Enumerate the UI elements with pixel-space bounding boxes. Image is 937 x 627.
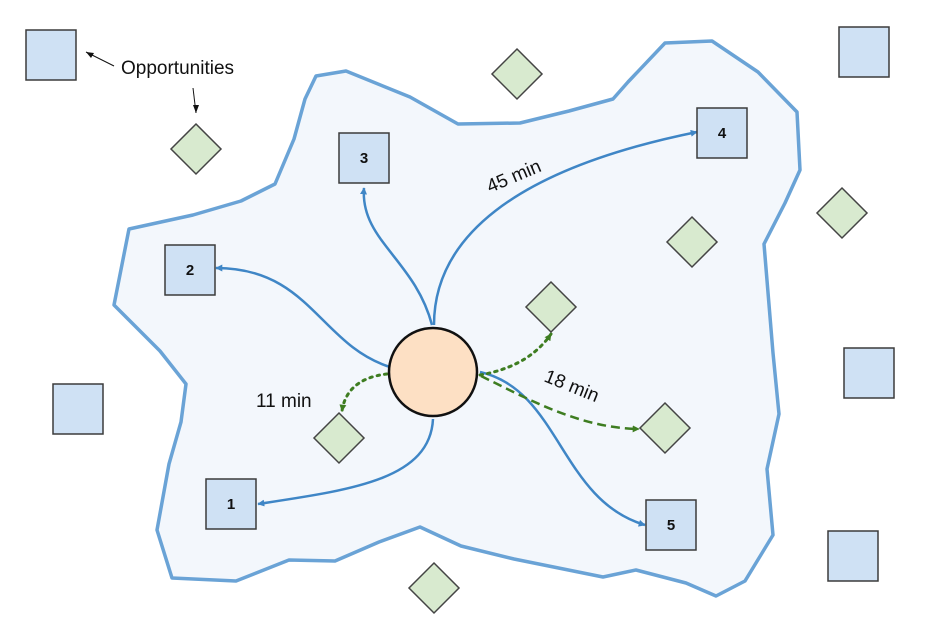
diamonds: [169, 47, 869, 615]
reachable-region: [112, 39, 802, 598]
label-3: 3: [360, 150, 368, 167]
dashed-arrow-18min: [480, 374, 640, 433]
label-1: 1: [227, 496, 235, 513]
arrow-to-4: [432, 129, 698, 326]
label-2: 2: [186, 262, 194, 279]
diamond: [407, 561, 461, 615]
annotation-arrowhead: [86, 52, 94, 58]
square-3: 3: [338, 132, 390, 184]
dotted-arrow-left: [339, 372, 389, 413]
square-4: 4: [696, 107, 748, 159]
square-2: 2: [164, 244, 216, 296]
time-label-11: 11 min: [256, 391, 312, 412]
square-opportunity-legend: [25, 29, 77, 81]
arrow-to-3: [360, 187, 434, 326]
diamond: [490, 47, 544, 101]
arrow-to-2: [215, 264, 391, 369]
diamond: [169, 122, 223, 176]
arrow-to-1: [257, 418, 435, 507]
diamond: [665, 215, 719, 269]
square-outside: [52, 383, 104, 435]
arrow-to-5: [479, 370, 646, 527]
square-1: 1: [205, 478, 257, 530]
square-5: 5: [645, 499, 697, 551]
diamond: [638, 401, 692, 455]
square-outside: [827, 530, 879, 582]
opportunities-label: Opportunities: [121, 58, 234, 79]
diamond: [312, 411, 366, 465]
diamond: [815, 186, 869, 240]
diamond: [524, 280, 578, 334]
dotted-arrow-right: [478, 332, 553, 377]
label-4: 4: [718, 125, 727, 142]
label-5: 5: [667, 517, 675, 534]
origin-circle: [387, 326, 479, 418]
square-outside: [838, 26, 890, 78]
square-outside: [843, 347, 895, 399]
annotation-arrowhead: [193, 105, 199, 113]
